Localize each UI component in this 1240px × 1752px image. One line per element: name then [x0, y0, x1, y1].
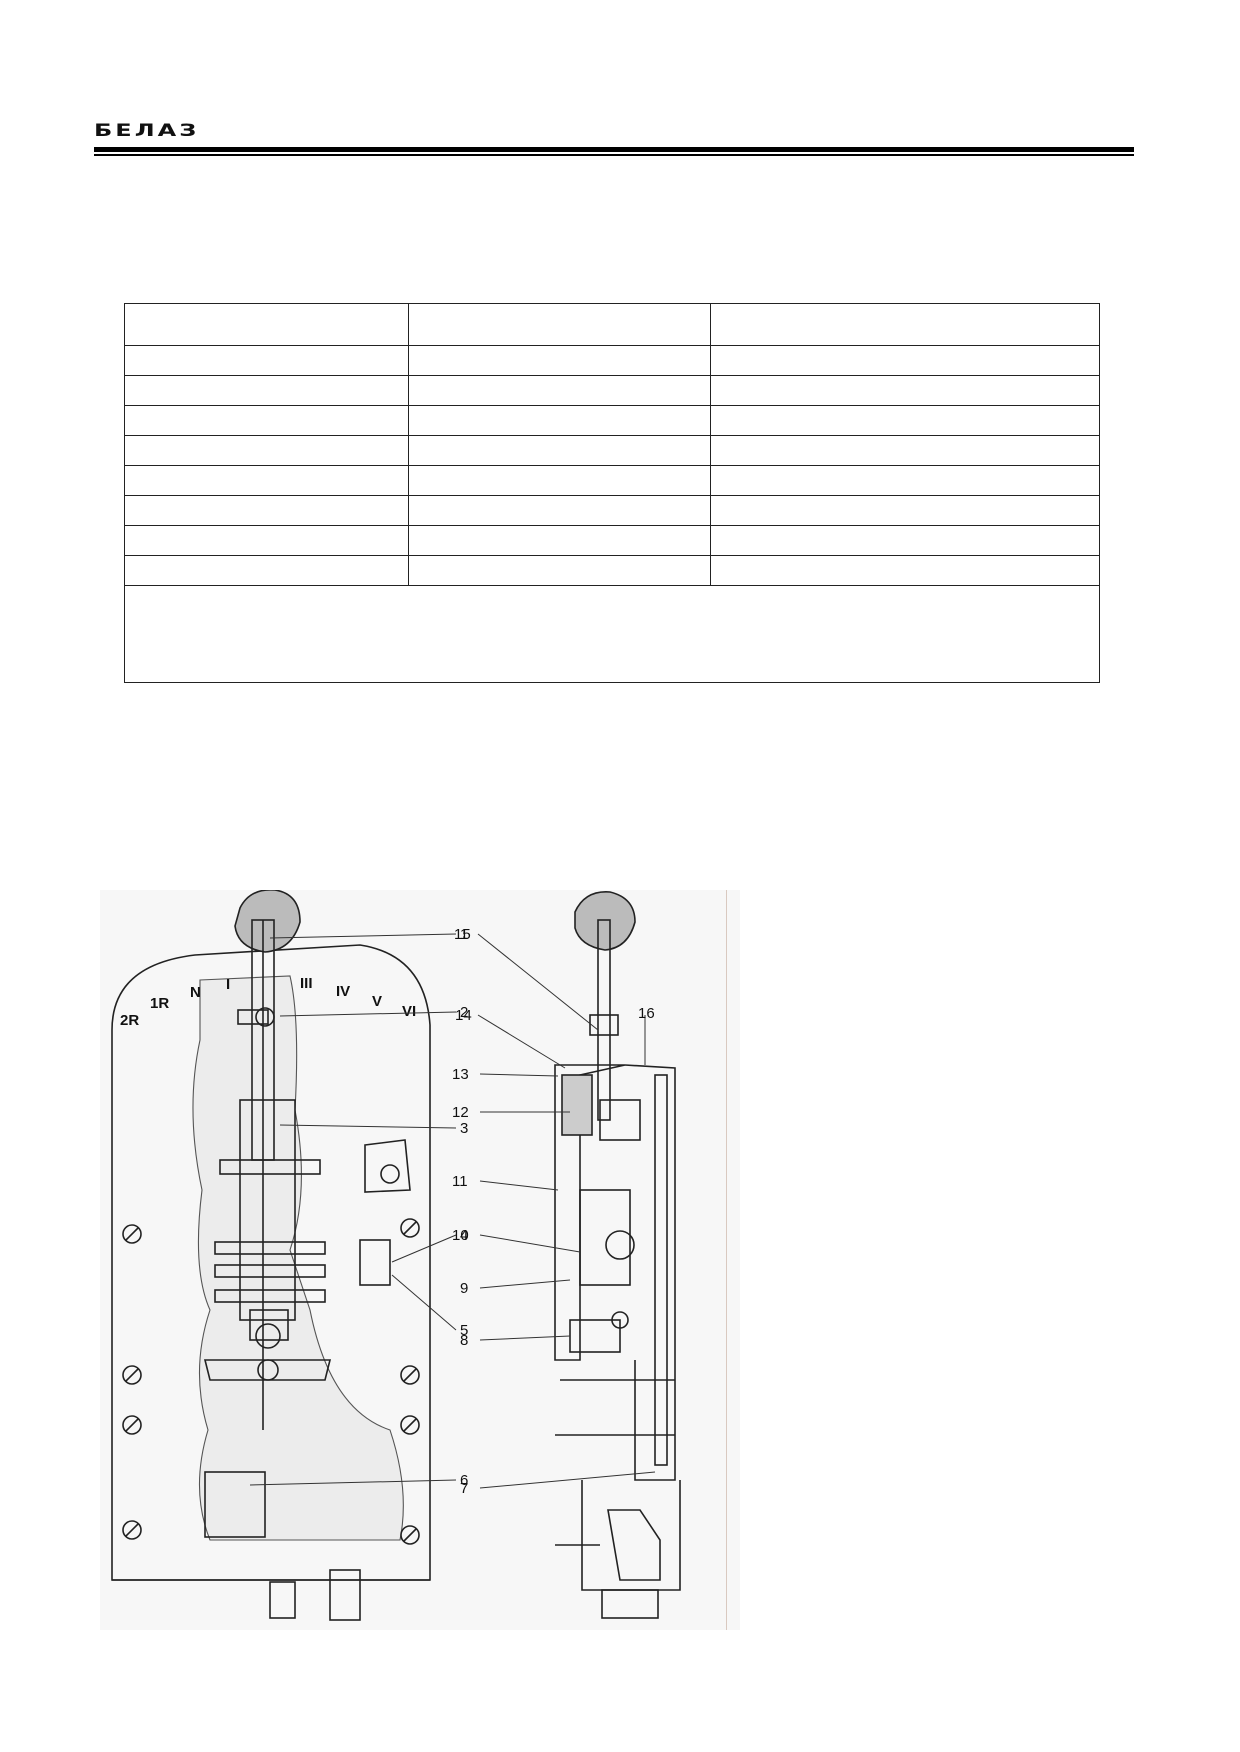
callout-label: 12	[452, 1104, 469, 1121]
side-knob	[574, 891, 636, 951]
table-footer-cell	[124, 585, 1100, 683]
callout-label: 2	[460, 1004, 468, 1021]
table-cell	[124, 525, 409, 556]
gear-label: III	[300, 975, 313, 992]
table-cell	[124, 495, 409, 526]
table-cell	[408, 303, 711, 346]
spec-table	[124, 303, 1100, 683]
brand-logo: БЕЛАЗ	[94, 120, 200, 141]
shifter-drawing: 2R 1R N I III IV V VI 1 2 3 4 5 6	[100, 889, 740, 1630]
side-lever	[597, 919, 611, 1121]
table-row	[124, 465, 1100, 496]
table-cell	[408, 525, 711, 556]
table-cell	[710, 495, 1100, 526]
callout-label: 5	[460, 1322, 468, 1339]
table-cell	[124, 435, 409, 466]
callout-label: 11	[452, 1173, 468, 1190]
table-cell	[124, 405, 409, 436]
table-cell	[408, 345, 711, 376]
housing-screws	[122, 1164, 420, 1545]
table-cell	[124, 303, 409, 346]
table-cell	[124, 375, 409, 406]
header-rule-thick	[94, 147, 1134, 152]
side-housing-right	[624, 1064, 676, 1481]
table-row	[124, 495, 1100, 526]
table-cell	[710, 525, 1100, 556]
table-cell	[408, 435, 711, 466]
gear-label: VI	[402, 1003, 416, 1020]
callout-label: 14	[455, 1007, 472, 1024]
callout-label: 15	[454, 926, 471, 943]
callout-label: 8	[460, 1332, 468, 1349]
table-cell	[124, 345, 409, 376]
callout-label: 7	[460, 1480, 468, 1497]
table-row	[124, 555, 1100, 586]
table-cell	[710, 435, 1100, 466]
table-row	[124, 435, 1100, 466]
gear-label: IV	[336, 983, 350, 1000]
callout-label: 9	[460, 1280, 468, 1297]
callout-label: 4	[460, 1227, 468, 1244]
lever-knob	[234, 889, 301, 953]
table-row	[124, 405, 1100, 436]
table-cell	[124, 465, 409, 496]
callout-label: 10	[452, 1227, 469, 1244]
callout-label: 6	[460, 1472, 468, 1489]
table-cell	[710, 303, 1100, 346]
shifter-drawing-svg: 2R 1R N I III IV V VI 1 2 3 4 5 6	[111, 889, 681, 1621]
figure-edge	[726, 890, 727, 1630]
gear-label: V	[372, 993, 382, 1010]
table-cell	[710, 375, 1100, 406]
callout-label: 1	[460, 926, 468, 943]
housing-front-outline	[111, 944, 431, 1581]
cutaway-region	[192, 975, 404, 1541]
table-cell	[124, 555, 409, 586]
table-cell	[710, 555, 1100, 586]
table-cell	[408, 465, 711, 496]
table-cell	[710, 465, 1100, 496]
table-cell	[408, 375, 711, 406]
table-cell	[408, 555, 711, 586]
table-row	[124, 375, 1100, 406]
callout-label: 13	[452, 1066, 469, 1083]
gear-label: 1R	[150, 995, 169, 1012]
table-row	[124, 525, 1100, 556]
callout-label: 3	[460, 1120, 468, 1137]
table-cell	[408, 405, 711, 436]
gear-label: N	[190, 984, 201, 1001]
table-cell	[710, 405, 1100, 436]
table-row	[124, 345, 1100, 376]
table-footer-row	[124, 585, 1100, 683]
gear-label: I	[226, 976, 230, 993]
gear-label: 2R	[120, 1012, 139, 1029]
table-cell	[710, 345, 1100, 376]
callout-label: 16	[638, 1005, 655, 1022]
table-cell	[408, 495, 711, 526]
header-rule-thin	[94, 154, 1134, 156]
table-header-row	[124, 303, 1100, 346]
